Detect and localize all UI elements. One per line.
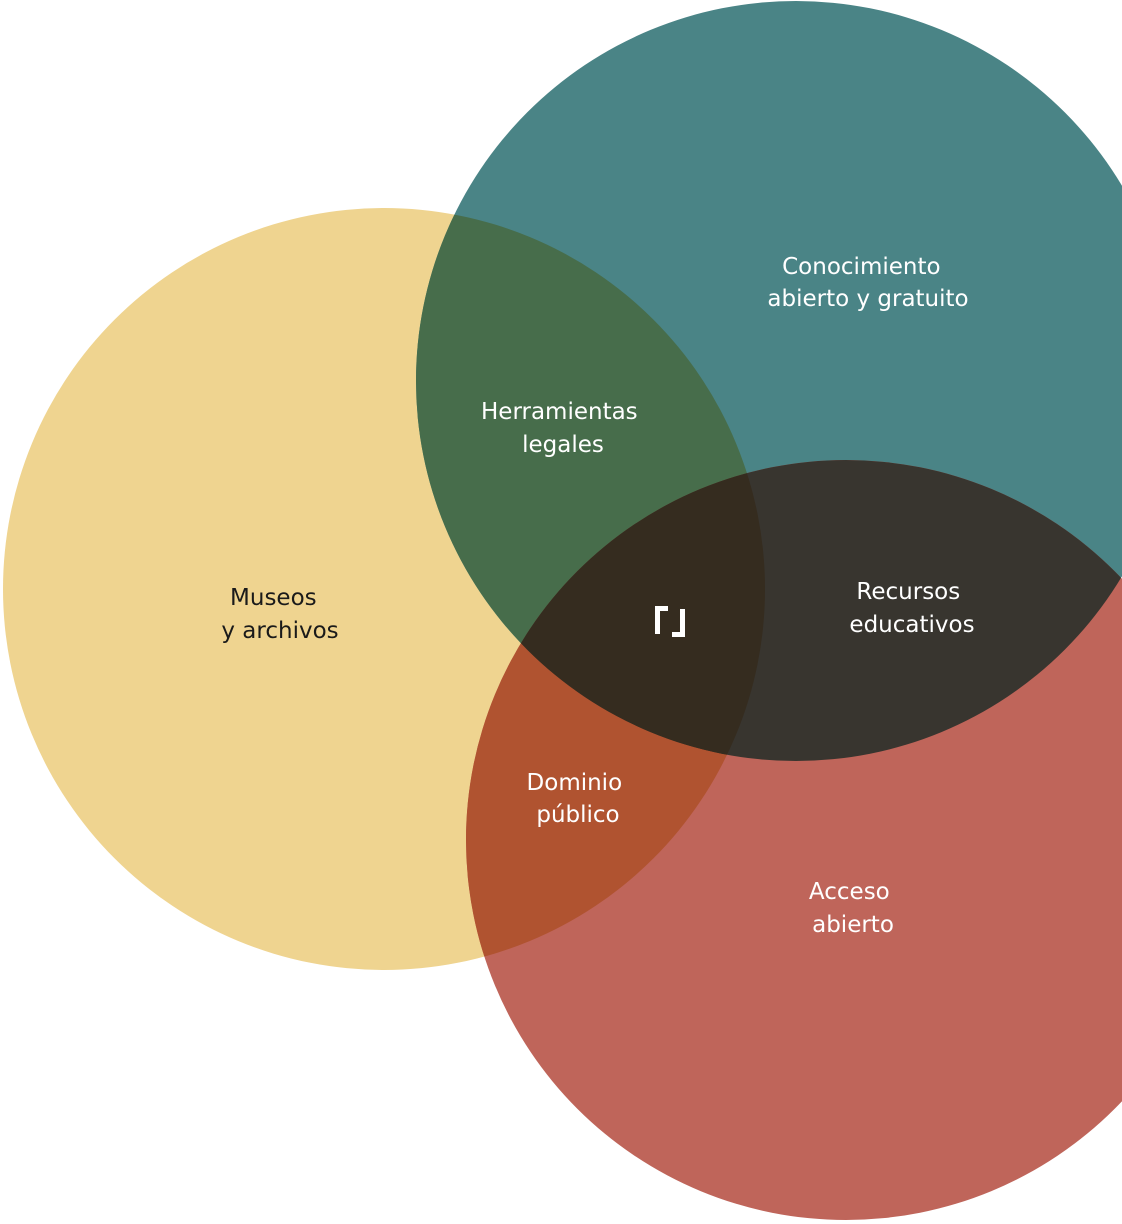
acceso-label: Acceso abierto [809, 879, 897, 938]
recursos-label: Recursos educativos [849, 579, 974, 638]
museos-label: Museos y archivos [221, 585, 338, 644]
center-overlap [466, 460, 765, 761]
herramientas-label: Herramientas legales [481, 399, 645, 458]
dominio-label: Dominio público [527, 770, 630, 828]
conocimiento-label: Conocimiento abierto y gratuito [767, 254, 968, 312]
bracket-logo-icon [655, 606, 685, 637]
